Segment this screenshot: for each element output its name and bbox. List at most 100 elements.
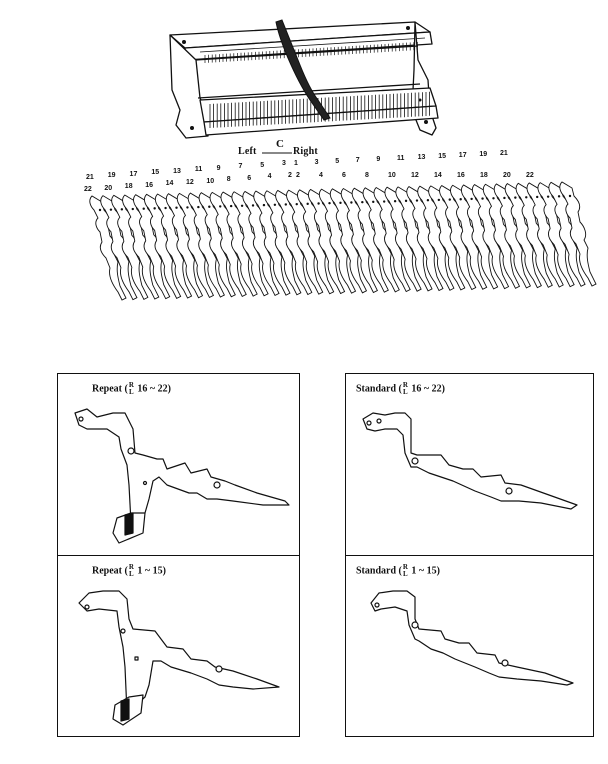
hammer-number: 3 — [282, 160, 286, 167]
panel-range: 1 ~ 15) — [411, 565, 440, 577]
hammer-part — [176, 192, 215, 298]
hammer-number: 9 — [216, 164, 221, 172]
hammer-number: 16 — [145, 181, 153, 189]
hammer-part — [133, 194, 171, 300]
hammer-part — [297, 189, 335, 295]
hammer-number: 18 — [480, 172, 488, 179]
hammer-part — [461, 184, 499, 290]
hammer-part — [318, 188, 357, 294]
hammer-part — [450, 184, 488, 290]
hammer-number: 21 — [86, 174, 94, 181]
hammer-part — [264, 190, 302, 296]
hammer-number: 11 — [194, 166, 203, 174]
hammer-part — [362, 187, 400, 293]
hammer-number: 4 — [267, 173, 272, 181]
hammer-part — [275, 189, 313, 296]
panel-range: 16 ~ 22) — [137, 383, 171, 395]
hammer-number: 20 — [503, 172, 511, 179]
panel-side-l: L — [129, 388, 134, 396]
hammer-part — [395, 186, 433, 292]
hammer-part — [493, 183, 532, 289]
hammer-part — [89, 195, 127, 301]
hammer-number: 11 — [397, 155, 405, 162]
hammer-number: 15 — [151, 169, 160, 177]
direction-line — [262, 152, 292, 154]
hammer-part — [198, 192, 236, 298]
hammer-part — [559, 181, 597, 287]
repeat-hammer-drawing-upper — [74, 408, 290, 544]
hammer-number: 19 — [107, 172, 116, 180]
hammer-part — [537, 182, 575, 288]
hammer-number: 10 — [206, 177, 215, 185]
hammer-number: 5 — [260, 161, 265, 169]
hammer-part — [504, 183, 542, 289]
hammer-number: 12 — [186, 179, 194, 186]
hammer-part — [384, 186, 422, 292]
hammer-part — [428, 185, 466, 291]
panel-range: 1 ~ 15) — [137, 565, 166, 577]
hammer-number: 15 — [438, 153, 446, 160]
panel-side-l: L — [129, 570, 134, 578]
panel-label: Standard — [356, 565, 397, 577]
direction-left-label: Left — [238, 146, 257, 157]
repeat-hammer-drawing-lower — [78, 590, 280, 726]
hammer-assembly-illustration — [169, 19, 439, 139]
direction-center-label: C — [276, 138, 285, 150]
panel-label: Repeat — [92, 565, 122, 577]
panel-side-l: L — [403, 388, 408, 396]
hammer-number: 14 — [434, 172, 442, 179]
hammer-part — [439, 185, 477, 291]
direction-right-label: Right — [293, 146, 318, 157]
hammer-number: 12 — [411, 172, 419, 179]
hammer-number: 2 — [296, 172, 300, 179]
hammer-part — [417, 185, 455, 291]
hammer-part — [340, 187, 378, 294]
hammer-part — [187, 192, 225, 298]
hammer-part — [209, 191, 247, 298]
hammer-number: 8 — [365, 172, 369, 179]
hammer-part — [154, 193, 193, 299]
hammer-row-illustration — [89, 181, 597, 301]
hammer-part — [329, 188, 368, 294]
hammer-part — [526, 182, 564, 288]
hammer-number: 21 — [500, 150, 508, 157]
hammer-part — [122, 194, 160, 300]
hammer-number: 18 — [124, 183, 133, 191]
hammer-part — [231, 191, 269, 297]
hammer-part — [548, 181, 586, 287]
hammer-number: 9 — [376, 156, 381, 163]
hammer-number: 22 — [84, 186, 92, 193]
hammer-part — [471, 184, 510, 290]
panel-side-l: L — [403, 570, 408, 578]
hammer-number: 20 — [104, 184, 113, 192]
hammer-number: 14 — [165, 180, 174, 188]
hammer-part — [100, 195, 138, 301]
panel-side-r: R — [402, 381, 408, 389]
hammer-part — [111, 194, 149, 300]
hammer-number: 7 — [238, 163, 243, 171]
panel-side-r: R — [128, 381, 134, 389]
hammer-part — [286, 189, 324, 295]
hammer-number: 5 — [335, 158, 340, 165]
hammer-part — [253, 190, 291, 296]
hammer-number: 13 — [417, 154, 426, 161]
hammer-number: 17 — [458, 152, 467, 159]
hammer-number: 6 — [342, 172, 346, 179]
hammer-part — [220, 191, 258, 297]
panel-side-r: R — [402, 563, 408, 571]
hammer-part — [515, 182, 553, 288]
hammer-number: 2 — [288, 172, 292, 179]
hammer-number: 7 — [355, 157, 360, 164]
standard-hammer-drawing-lower — [370, 590, 574, 686]
panel-label: Standard — [356, 383, 397, 395]
hammer-part — [242, 190, 280, 297]
hammer-number: 13 — [173, 167, 181, 175]
hammer-part — [144, 193, 182, 299]
panel-side-r: R — [128, 563, 134, 571]
hammer-number: 4 — [319, 172, 323, 179]
